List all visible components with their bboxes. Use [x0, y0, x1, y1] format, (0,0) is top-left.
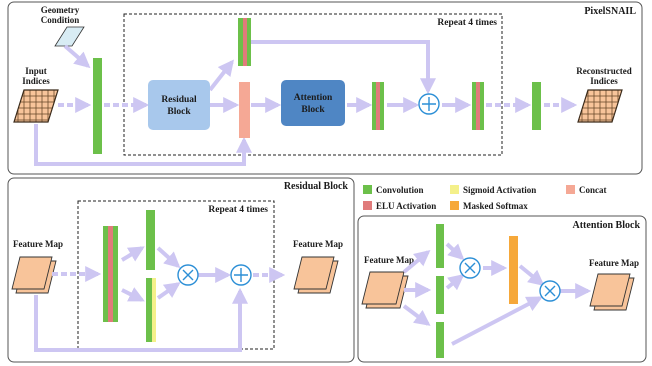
- attention-block-label-line1: Attention: [294, 93, 333, 103]
- attention-block: [281, 80, 345, 126]
- attention-input-feature-map: [361, 271, 409, 309]
- legend-label-masked-softmax: Masked Softmax: [463, 201, 528, 211]
- attention-multiply-cross-1-icon: [464, 262, 476, 274]
- attention-panel: [357, 215, 647, 363]
- residual-add-plus-icon: [234, 268, 248, 282]
- legend-label-sigmoid: Sigmoid Activation: [463, 185, 536, 195]
- geometry-condition-shape: [54, 26, 85, 47]
- legend-label-concat: Concat: [579, 185, 607, 195]
- masked-softmax-bar: [509, 236, 518, 304]
- attention-title: Attention Block: [573, 220, 641, 231]
- residual-conv-bar-lower: [146, 278, 152, 342]
- pixelsnail-title: PixelSNAIL: [584, 6, 636, 17]
- residual-title: Residual Block: [284, 181, 349, 192]
- legend-swatch-concat: [566, 185, 575, 194]
- residual-conv-elu-stack: [103, 226, 118, 322]
- attention-output-feature-map: [589, 273, 635, 311]
- multiply-cross-icon: [182, 269, 194, 281]
- attention-multiply-cross-2-icon: [544, 285, 556, 297]
- input-label-line1: Input: [25, 66, 47, 76]
- residual-block: [148, 80, 210, 130]
- legend-swatch-sigmoid: [450, 185, 459, 194]
- conv-elu-stack-b: [472, 82, 484, 130]
- pixelsnail-repeat-label: Repeat 4 times: [437, 18, 497, 28]
- input-indices-grid: [13, 89, 59, 123]
- conv-elu-stack-upper: [238, 18, 251, 66]
- pixelsnail-repeat-box: [123, 13, 503, 156]
- residual-block-label-line2: Block: [167, 107, 191, 117]
- residual-arrows: [34, 246, 286, 352]
- pixelsnail-arrows: [34, 40, 578, 166]
- conv-bar-input: [93, 58, 102, 154]
- conv-elu-stack-a: [372, 82, 384, 130]
- residual-conv-bar-upper: [146, 210, 155, 270]
- attention-conv-bar-q: [436, 224, 444, 268]
- legend-swatch-masked-softmax: [450, 201, 459, 210]
- attention-conv-bar-v: [436, 322, 444, 358]
- geometry-label-line1: Geometry: [41, 5, 80, 15]
- residual-input-label: Feature Map: [13, 239, 63, 249]
- output-indices-grid: [577, 89, 623, 123]
- residual-block-label-line1: Residual: [161, 95, 197, 105]
- conv-bar-output: [532, 82, 541, 130]
- output-label-line1: Reconstructed: [576, 66, 632, 76]
- input-label-line2: Indices: [22, 76, 50, 86]
- legend-swatch-convolution: [363, 185, 372, 194]
- geometry-label-line2: Condition: [41, 15, 80, 25]
- legend-label-elu: ELU Activation: [376, 201, 436, 211]
- residual-sigmoid-bar: [152, 278, 156, 342]
- concat-bar: [239, 82, 250, 138]
- residual-input-feature-map: [11, 256, 57, 294]
- legend-label-convolution: Convolution: [376, 185, 424, 195]
- attention-conv-bar-k: [436, 276, 444, 314]
- add-plus-icon: [422, 97, 436, 111]
- attention-input-label: Feature Map: [364, 255, 414, 265]
- attention-arrows: [402, 242, 592, 346]
- residual-output-feature-map: [293, 256, 339, 294]
- legend-swatch-elu: [363, 201, 372, 210]
- pixelsnail-panel: [7, 1, 643, 175]
- attention-output-label: Feature Map: [589, 258, 639, 268]
- residual-output-label: Feature Map: [293, 239, 343, 249]
- attention-block-label-line2: Block: [301, 105, 325, 115]
- legend: Convolution Sigmoid Activation Concat EL…: [363, 185, 607, 211]
- output-label-line2: Indices: [590, 76, 618, 86]
- residual-repeat-label: Repeat 4 times: [208, 205, 268, 215]
- residual-panel: [7, 177, 355, 363]
